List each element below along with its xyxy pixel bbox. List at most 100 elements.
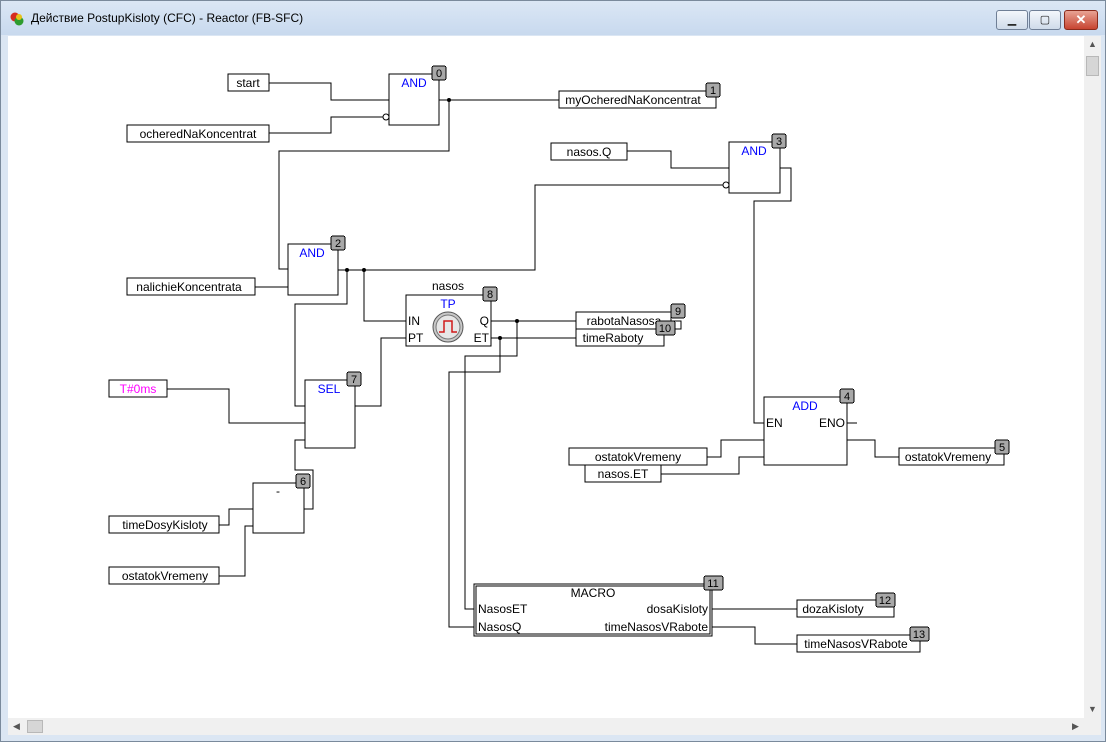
horizontal-scroll-thumb[interactable]	[27, 720, 43, 733]
wire-and3-add-en	[753, 167, 792, 424]
input-start-label: start	[236, 76, 260, 90]
wire-t0-sel	[167, 388, 305, 424]
junction-dot	[498, 336, 502, 340]
order-badge-5	[994, 439, 1010, 455]
vertical-scroll-thumb[interactable]	[1086, 56, 1099, 76]
wire-junctions	[345, 98, 519, 340]
order-11: 11	[707, 578, 718, 590]
io-boxes[interactable]	[108, 73, 1005, 653]
scroll-up-arrow-icon[interactable]: ▲	[1088, 39, 1097, 49]
wire-and2-branch	[338, 184, 723, 271]
junction-dot	[362, 268, 366, 272]
macro-out2-pin: timeNasosVRabote	[605, 620, 709, 634]
io-labels: start ocheredNaKoncentrat myOcheredNaKon…	[120, 76, 991, 651]
wire-sel-pt	[355, 337, 406, 407]
order-badge-8	[482, 286, 498, 302]
order-9: 9	[675, 306, 681, 318]
vertical-scrollbar[interactable]: ▲ ▼	[1084, 36, 1101, 718]
wire-and2-tpin	[363, 270, 406, 322]
input-start[interactable]	[227, 73, 270, 92]
tp-pt-pin: PT	[408, 331, 424, 345]
order-badge-3	[771, 133, 787, 149]
input-ochered[interactable]	[126, 124, 270, 143]
tp-q-pin: Q	[480, 314, 489, 328]
maximize-icon: ▢	[1039, 14, 1051, 26]
input-nasoset[interactable]	[584, 464, 662, 483]
function-blocks[interactable]	[252, 73, 848, 637]
block-and0[interactable]	[388, 73, 440, 126]
block-sub-title: -	[276, 484, 280, 498]
order-5: 5	[999, 442, 1005, 454]
order-7: 7	[351, 374, 357, 386]
cfc-diagram[interactable]: start ocheredNaKoncentrat myOcheredNaKon…	[8, 36, 1084, 718]
block-titles: AND AND AND TP SEL ADD -	[276, 76, 818, 498]
input-timedosy[interactable]	[108, 515, 220, 534]
input-nasoset-label: nasos.ET	[598, 467, 649, 481]
timer-clock-icon	[432, 311, 464, 343]
scroll-right-arrow-icon[interactable]: ▶	[1072, 721, 1079, 731]
block-and2-title: AND	[299, 246, 325, 260]
order-12: 12	[879, 595, 891, 607]
output-ostatok-label: ostatokVremeny	[905, 450, 991, 464]
minimize-button[interactable]: ▁	[996, 10, 1028, 30]
input-nasosq[interactable]	[550, 142, 628, 161]
input-ostatok[interactable]	[108, 566, 220, 585]
cfc-editor-canvas[interactable]: start ocheredNaKoncentrat myOcheredNaKon…	[8, 36, 1084, 718]
block-add[interactable]	[763, 396, 848, 466]
scrollbar-corner	[1084, 718, 1101, 735]
junction-dot	[447, 98, 451, 102]
block-tp-title: TP	[440, 297, 455, 311]
macro-in1-pin: NasosET	[478, 602, 528, 616]
order-badge-7	[346, 371, 362, 387]
maximize-button[interactable]: ▢	[1029, 10, 1061, 30]
order-10: 10	[659, 323, 671, 335]
negation-circle	[382, 113, 390, 121]
output-timeraboty[interactable]	[575, 328, 665, 347]
order-badge-6	[295, 473, 311, 489]
wire-timedosy-sub	[219, 508, 253, 526]
input-nasosq-label: nasos.Q	[567, 145, 612, 159]
block-sub[interactable]	[252, 482, 305, 534]
output-doza[interactable]	[796, 599, 895, 618]
output-timenasos-label: timeNasosVRabote	[804, 637, 908, 651]
scroll-down-arrow-icon[interactable]: ▼	[1088, 704, 1097, 714]
macro-in2-pin: NasosQ	[478, 620, 521, 634]
order-1: 1	[710, 85, 716, 97]
order-badge-13	[909, 626, 930, 642]
input-t0ms-label: T#0ms	[120, 382, 157, 396]
wire-and2-sel	[294, 270, 348, 407]
input-nalichie-label: nalichieKoncentrata	[136, 280, 242, 294]
wire-nasosq-and3	[627, 150, 729, 169]
input-nalichie[interactable]	[126, 277, 256, 296]
order-badge-0	[431, 65, 447, 81]
title-bar[interactable]: Действие PostupKisloty (CFC) - Reactor (…	[1, 1, 1105, 35]
input-t0ms[interactable]	[108, 379, 168, 398]
output-timenasos[interactable]	[796, 634, 921, 653]
output-ostatok[interactable]	[898, 447, 1005, 466]
output-myochered[interactable]	[558, 90, 717, 109]
block-macro-inner	[475, 585, 711, 635]
block-and3-title: AND	[741, 144, 767, 158]
close-button[interactable]: ✕	[1064, 10, 1098, 30]
block-and0-title: AND	[401, 76, 427, 90]
block-and2[interactable]	[287, 243, 339, 296]
scroll-left-arrow-icon[interactable]: ◀	[13, 721, 20, 731]
block-sel[interactable]	[304, 379, 356, 449]
order-0: 0	[436, 68, 442, 80]
wire-nasoset-add	[661, 456, 764, 475]
block-and3[interactable]	[728, 141, 781, 194]
order-badge-11	[703, 575, 724, 591]
horizontal-scrollbar[interactable]: ◀ ▶	[8, 718, 1084, 735]
input-ochered-label: ocheredNaKoncentrat	[140, 127, 257, 141]
order-badge-labels: 0 1 3 2 8 9 10 7 4 5 6 11 12 13	[300, 68, 1005, 641]
input-ostatok2-label: ostatokVremeny	[595, 450, 681, 464]
block-add-title: ADD	[792, 399, 818, 413]
macro-out1-pin: dosaKisloty	[647, 602, 708, 616]
block-pins: nasos IN PT Q ET EN ENO MACRO NasosET Na…	[408, 279, 845, 634]
wires	[167, 82, 899, 645]
wire-ochered-and0	[269, 116, 383, 134]
wire-ostatok-sub	[219, 525, 253, 577]
order-6: 6	[300, 476, 306, 488]
order-badge-12	[875, 592, 896, 608]
